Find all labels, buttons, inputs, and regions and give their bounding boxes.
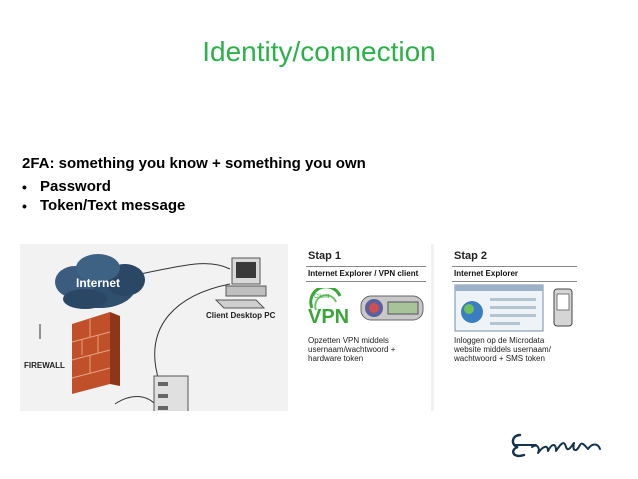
internet-cloud-icon: [55, 254, 145, 309]
vpn-client-icon: [309, 288, 342, 311]
divider: [306, 281, 426, 282]
hardware-token-icon: [360, 295, 424, 321]
mobile-phone-icon: [553, 288, 573, 327]
firewall-icon: [71, 312, 120, 394]
bullet-item: • Token/Text message: [22, 196, 185, 215]
step-1-description: Opzetten VPN middels usernaam/wachtwoord…: [308, 336, 396, 363]
client-label: Client Desktop PC: [206, 311, 276, 320]
bullet-text: Token/Text message: [40, 197, 186, 214]
firewall-label: FIREWALL: [24, 361, 65, 370]
slide-heading: 2FA: something you know + something you …: [22, 155, 366, 172]
internet-label: Internet: [76, 276, 121, 290]
step-1-subtitle: Internet Explorer / VPN client: [308, 269, 419, 278]
bullet-text: Password: [40, 178, 111, 195]
bullet-icon: •: [22, 178, 27, 195]
divider: [452, 266, 577, 267]
slide-title: Identity/connection: [202, 36, 436, 67]
network-illustration: [39, 254, 267, 411]
bullet-icon: •: [22, 197, 27, 214]
step-2-description: Inloggen op de Microdata website middels…: [454, 336, 551, 363]
server-icon: [153, 375, 189, 411]
divider: [306, 266, 426, 267]
step-2-subtitle: Internet Explorer: [454, 269, 519, 278]
network-diagram: Internet Client Desktop PC FIREWALL Stap…: [20, 244, 581, 411]
link-line: [114, 396, 156, 405]
vpn-label: VPN: [308, 306, 350, 328]
bullet-item: • Password: [22, 177, 185, 196]
browser-window-icon: [454, 284, 544, 332]
step-1-panel: Stap 1 Internet Explorer / VPN client Cl…: [288, 244, 431, 411]
step-1-title: Stap 1: [308, 250, 342, 262]
bullet-list: • Password • Token/Text message: [22, 177, 185, 215]
step-2-title: Stap 2: [454, 250, 488, 262]
step-2-panel: Stap 2 Internet Explorer Inloggen op de …: [434, 244, 581, 411]
erasmus-signature-logo-icon: [511, 433, 601, 458]
divider: [452, 281, 577, 282]
vpn-client-tag: Client: [314, 294, 330, 300]
link-line: [154, 283, 231, 385]
desktop-pc-icon: [214, 257, 267, 309]
link-line: [139, 263, 231, 275]
